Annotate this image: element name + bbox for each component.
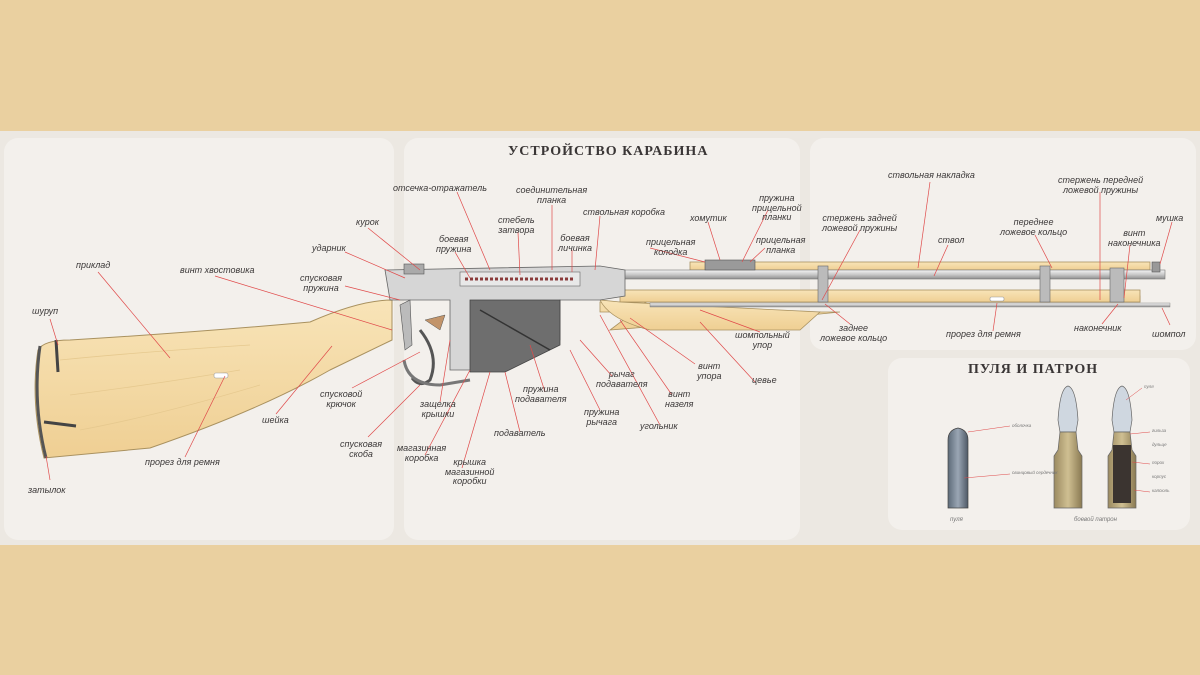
cartridge-part-3: порох <box>1152 460 1165 465</box>
rear-band <box>817 265 829 303</box>
label-sheyka: шейка <box>262 415 289 425</box>
front-band <box>1039 265 1051 303</box>
label-prorez-2: прорез для ремня <box>946 329 1021 339</box>
label-pricelnaya-kolodka: прицельная колодка <box>646 237 696 257</box>
bullet-part-1: оболочка <box>1012 423 1032 428</box>
right-top-panel <box>810 138 1196 350</box>
label-shurup: шуруп <box>32 306 59 316</box>
butt-plate <box>35 345 48 459</box>
label-zadnee-kolco: заднее ложевое кольцо <box>820 323 888 343</box>
cartridge-case <box>1053 431 1083 509</box>
label-stvol: ствол <box>938 235 965 245</box>
label-pruzhina-podavatelya: пружина подавателя <box>515 384 567 404</box>
label-kurok: курок <box>356 217 380 227</box>
label-sterzhen-zadney: стержень задней ложевой пружины <box>822 213 898 233</box>
label-vint-khvostovika: винт хвостовика <box>180 265 255 275</box>
label-perednee-kolco: переднее ложевое кольцо <box>1000 217 1068 237</box>
label-mushka: мушка <box>1156 213 1184 223</box>
ammo-title: ПУЛЯ И ПАТРОН <box>968 362 1099 377</box>
muzzle-band <box>1109 267 1125 303</box>
label-rychag-podavatelya: рычаг подавателя <box>596 369 648 389</box>
cartridge-bullet <box>1057 385 1079 433</box>
rear-sight <box>704 259 756 271</box>
screw-top <box>54 339 60 373</box>
powder-charge <box>1113 445 1131 503</box>
label-boevaya-pruzhina: боевая пружина <box>436 234 472 254</box>
front-sight <box>1151 261 1161 273</box>
diagram-title: УСТРОЙСТВО КАРАБИНА <box>508 144 709 159</box>
cartridge-part-4: капсюль <box>1152 488 1170 493</box>
label-zashchelka: защелка крышки <box>420 399 456 419</box>
label-boevaya-lichinka: боевая личинка <box>558 233 592 253</box>
screw-bottom <box>43 420 77 428</box>
trigger-guard <box>402 359 471 387</box>
label-pricelnaya-planka: прицельная планка <box>756 235 806 255</box>
label-stvolnaya-nakladka: ствольная накладка <box>888 170 975 180</box>
label-prorez-1: прорез для ремня <box>145 457 220 467</box>
cartridge-caption: боевой патрон <box>1074 517 1117 523</box>
label-udarnik: ударник <box>312 243 346 253</box>
label-soedinitelnaya-planka: соединительная планка <box>516 185 588 205</box>
label-stebel-zatvora: стебель затвора <box>498 215 535 235</box>
label-pruzhina-pricelnoy: пружина прицельной планки <box>752 193 802 222</box>
trigger-spring <box>399 299 413 351</box>
label-spuskovoy-kryuchok: спусковой крючок <box>320 389 363 409</box>
label-podavatel: подаватель <box>494 428 546 438</box>
bullet-part-2: свинцовый сердечник <box>1012 470 1058 475</box>
label-spuskovaya-skoba: спусковая скоба <box>340 439 383 459</box>
label-tsevye: цевье <box>752 375 777 385</box>
cleaning-rod <box>649 302 1171 308</box>
label-vint-nakonechnika: винт наконечника <box>1108 228 1161 248</box>
label-shompol: шомпол <box>1152 329 1186 339</box>
label-homutik: хомутик <box>690 213 727 223</box>
label-spuskovaya-pruzhina: спусковая пружина <box>300 273 343 293</box>
leader-lines <box>45 181 1173 481</box>
section-bullet <box>1111 385 1133 433</box>
ammo-panel <box>888 358 1190 530</box>
cartridge-part-2: гильза <box>1152 428 1167 433</box>
sling-slot-forend <box>989 296 1005 302</box>
rifle-stock <box>34 299 393 459</box>
cocking-piece <box>403 263 425 275</box>
label-stvolnaya-korobka: ствольная коробка <box>583 207 665 217</box>
label-ugolnik: угольник <box>640 421 678 431</box>
trigger <box>410 329 435 385</box>
label-nakonechnik: наконечник <box>1074 323 1122 333</box>
label-sterzhen-peredney: стержень передней ложевой пружины <box>1058 175 1144 195</box>
cartridge-part-6: корпус <box>1152 474 1167 479</box>
label-pruzhina-rychaga: пружина рычага <box>584 407 620 427</box>
cartridge-part-1: пуля <box>1144 384 1154 389</box>
bullet <box>947 427 969 509</box>
label-vint-nazelya: винт назеля <box>665 389 694 409</box>
label-kryshka: крышка магазинной коробки <box>445 457 495 486</box>
label-magazinnaya-korobka: магазинная коробка <box>397 443 447 463</box>
label-priklad: приклад <box>76 260 111 270</box>
label-shompolny-upor: шомпольный упор <box>735 330 790 350</box>
label-otsechka: отсечка-отражатель <box>393 183 487 193</box>
label-zatylok: затылок <box>28 485 66 495</box>
bullet-caption: пуля <box>950 517 963 523</box>
label-vint-upora: винт упора <box>697 361 722 381</box>
cartridge-part-5: дульце <box>1152 442 1167 447</box>
